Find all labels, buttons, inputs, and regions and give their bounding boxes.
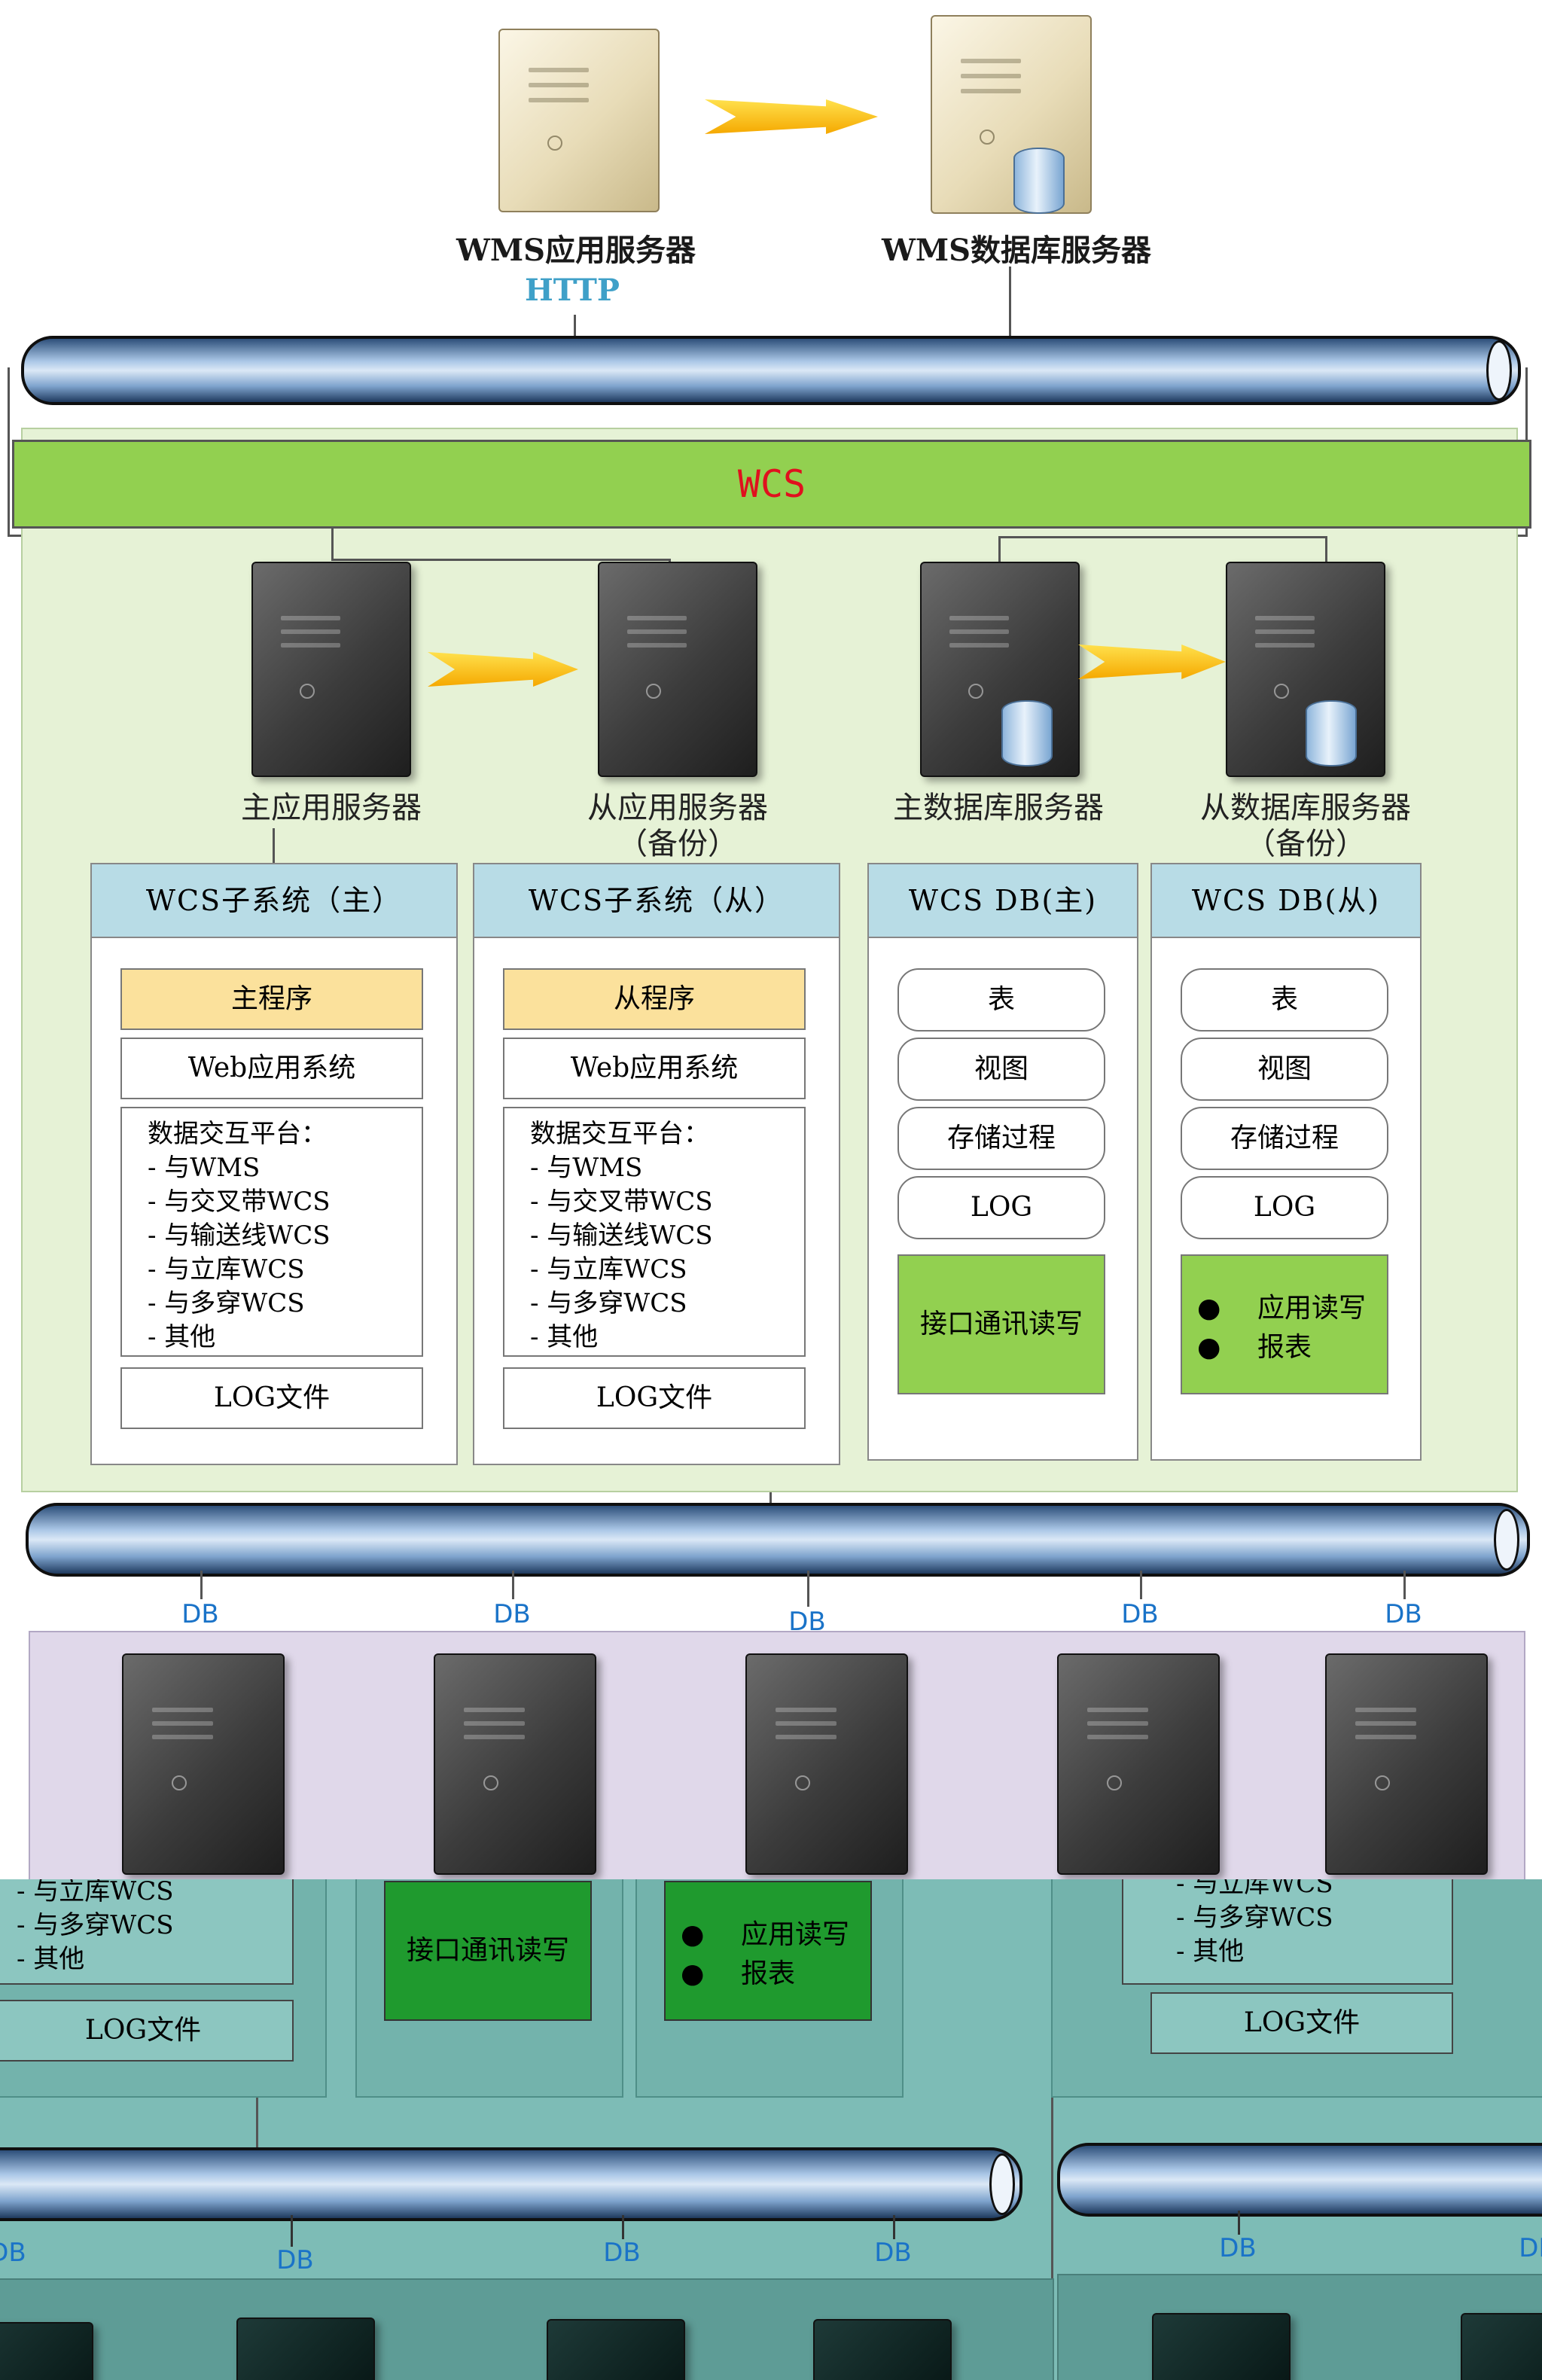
db-tag: DB <box>1385 1599 1422 1629</box>
platform-items-fragment: - 与立库WCS - 与多穿WCS - 其他 <box>1176 1879 1333 1967</box>
db-tag: DB <box>603 2238 641 2268</box>
interface-rw-box: 接口通讯读写 <box>384 1881 592 2021</box>
device-server-icon <box>1325 1653 1488 1875</box>
device-server-icon <box>813 2319 952 2380</box>
panel-title: WCS DB(主) <box>869 864 1137 938</box>
wcs-db-main-panel: WCS DB(主) 表 视图 存储过程 LOG 接口通讯读写 <box>867 863 1138 1461</box>
log-file-box: LOG文件 <box>120 1367 423 1429</box>
interface-rw-box: 接口通讯读写 <box>897 1254 1105 1394</box>
platform-items-fragment: - 与立库WCS - 与多穿WCS - 其他 <box>17 1879 174 1974</box>
device-server-icon <box>122 1653 285 1875</box>
panel-title: WCS DB(从) <box>1152 864 1420 938</box>
slave-db-server-sublabel: （备份） <box>1245 827 1366 861</box>
log-pill: LOG <box>1181 1176 1388 1239</box>
overlay-pane: - 与立库WCS - 与多穿WCS - 其他 LOG文件 接口通讯读写 ●应用读… <box>0 1879 1542 2380</box>
log-file-box: LOG文件 <box>1150 1992 1453 2054</box>
table-pill: 表 <box>1181 968 1388 1032</box>
program-box: 主程序 <box>120 968 423 1030</box>
log-pill: LOG <box>897 1176 1105 1239</box>
app-rw-box: ●应用读写 ●报表 <box>664 1881 872 2021</box>
slave-app-server-label: 从应用服务器 <box>587 791 768 825</box>
device-server-icon <box>236 2318 375 2380</box>
panel-title: WCS子系统（主） <box>92 864 456 938</box>
network-bus-middle <box>26 1503 1530 1577</box>
main-app-server-label: 主应用服务器 <box>241 791 422 825</box>
program-box: 从程序 <box>503 968 806 1030</box>
device-server-icon <box>1152 2313 1291 2380</box>
stored-procedure-pill: 存储过程 <box>1181 1107 1388 1170</box>
db-tag: DB <box>1121 1599 1159 1629</box>
log-file-box: LOG文件 <box>0 2000 294 2062</box>
db-tag: DB <box>0 2238 26 2268</box>
network-bus-bottom-left <box>0 2147 1022 2221</box>
http-label: HTTP <box>525 273 620 308</box>
db-tag: DB <box>276 2245 314 2275</box>
log-file-box: LOG文件 <box>503 1367 806 1429</box>
slave-app-server-sublabel: （备份） <box>617 827 738 861</box>
wcs-subsystem-main-panel: WCS子系统（主） 主程序 Web应用系统 数据交互平台： - 与WMS - 与… <box>90 863 458 1465</box>
database-icon <box>1001 700 1053 766</box>
network-bus-bottom-right <box>1057 2143 1542 2217</box>
database-icon <box>1306 700 1357 766</box>
wcs-banner <box>12 440 1531 529</box>
app-rw-box: ●应用读写 ●报表 <box>1181 1254 1388 1394</box>
device-server-icon <box>547 2319 685 2380</box>
view-pill: 视图 <box>1181 1038 1388 1101</box>
table-pill: 表 <box>897 968 1105 1032</box>
database-icon <box>1013 148 1065 214</box>
db-tag: DB <box>1219 2233 1257 2263</box>
main-db-server-icon <box>920 562 1080 777</box>
device-server-icon <box>0 2322 93 2380</box>
device-server-icon <box>434 1653 596 1875</box>
view-pill: 视图 <box>897 1038 1105 1101</box>
slave-app-server-icon <box>598 562 757 777</box>
device-server-icon <box>1057 1653 1220 1875</box>
device-server-icon <box>745 1653 908 1875</box>
web-app-box: Web应用系统 <box>503 1038 806 1099</box>
wms-db-server-icon <box>931 15 1092 214</box>
db-tag: DB <box>874 2238 912 2268</box>
db-tag: DB <box>181 1599 219 1629</box>
db-tag: DB <box>493 1599 531 1629</box>
data-platform-box: 数据交互平台： - 与WMS - 与交叉带WCS - 与输送线WCS - 与立库… <box>120 1107 423 1357</box>
wms-app-server-label: WMS应用服务器 <box>456 233 696 268</box>
device-server-icon <box>1461 2313 1542 2380</box>
db-tag: DB <box>1519 2233 1542 2263</box>
wcs-db-slave-panel: WCS DB(从) 表 视图 存储过程 LOG ●应用读写 ●报表 <box>1150 863 1422 1461</box>
network-bus-top <box>21 336 1521 405</box>
wms-app-server-icon <box>498 29 660 212</box>
wms-db-server-label: WMS数据库服务器 <box>881 233 1152 268</box>
web-app-box: Web应用系统 <box>120 1038 423 1099</box>
panel-title: WCS子系统（从） <box>474 864 839 938</box>
sync-arrow-icon <box>705 99 878 134</box>
wcs-subsystem-slave-panel: WCS子系统（从） 从程序 Web应用系统 数据交互平台： - 与WMS - 与… <box>473 863 840 1465</box>
main-db-server-label: 主数据库服务器 <box>893 791 1104 825</box>
main-app-server-icon <box>251 562 411 777</box>
wcs-banner-label: WCS <box>737 462 806 506</box>
data-platform-box: 数据交互平台： - 与WMS - 与交叉带WCS - 与输送线WCS - 与立库… <box>503 1107 806 1357</box>
slave-db-server-label: 从数据库服务器 <box>1200 791 1411 825</box>
stored-procedure-pill: 存储过程 <box>897 1107 1105 1170</box>
